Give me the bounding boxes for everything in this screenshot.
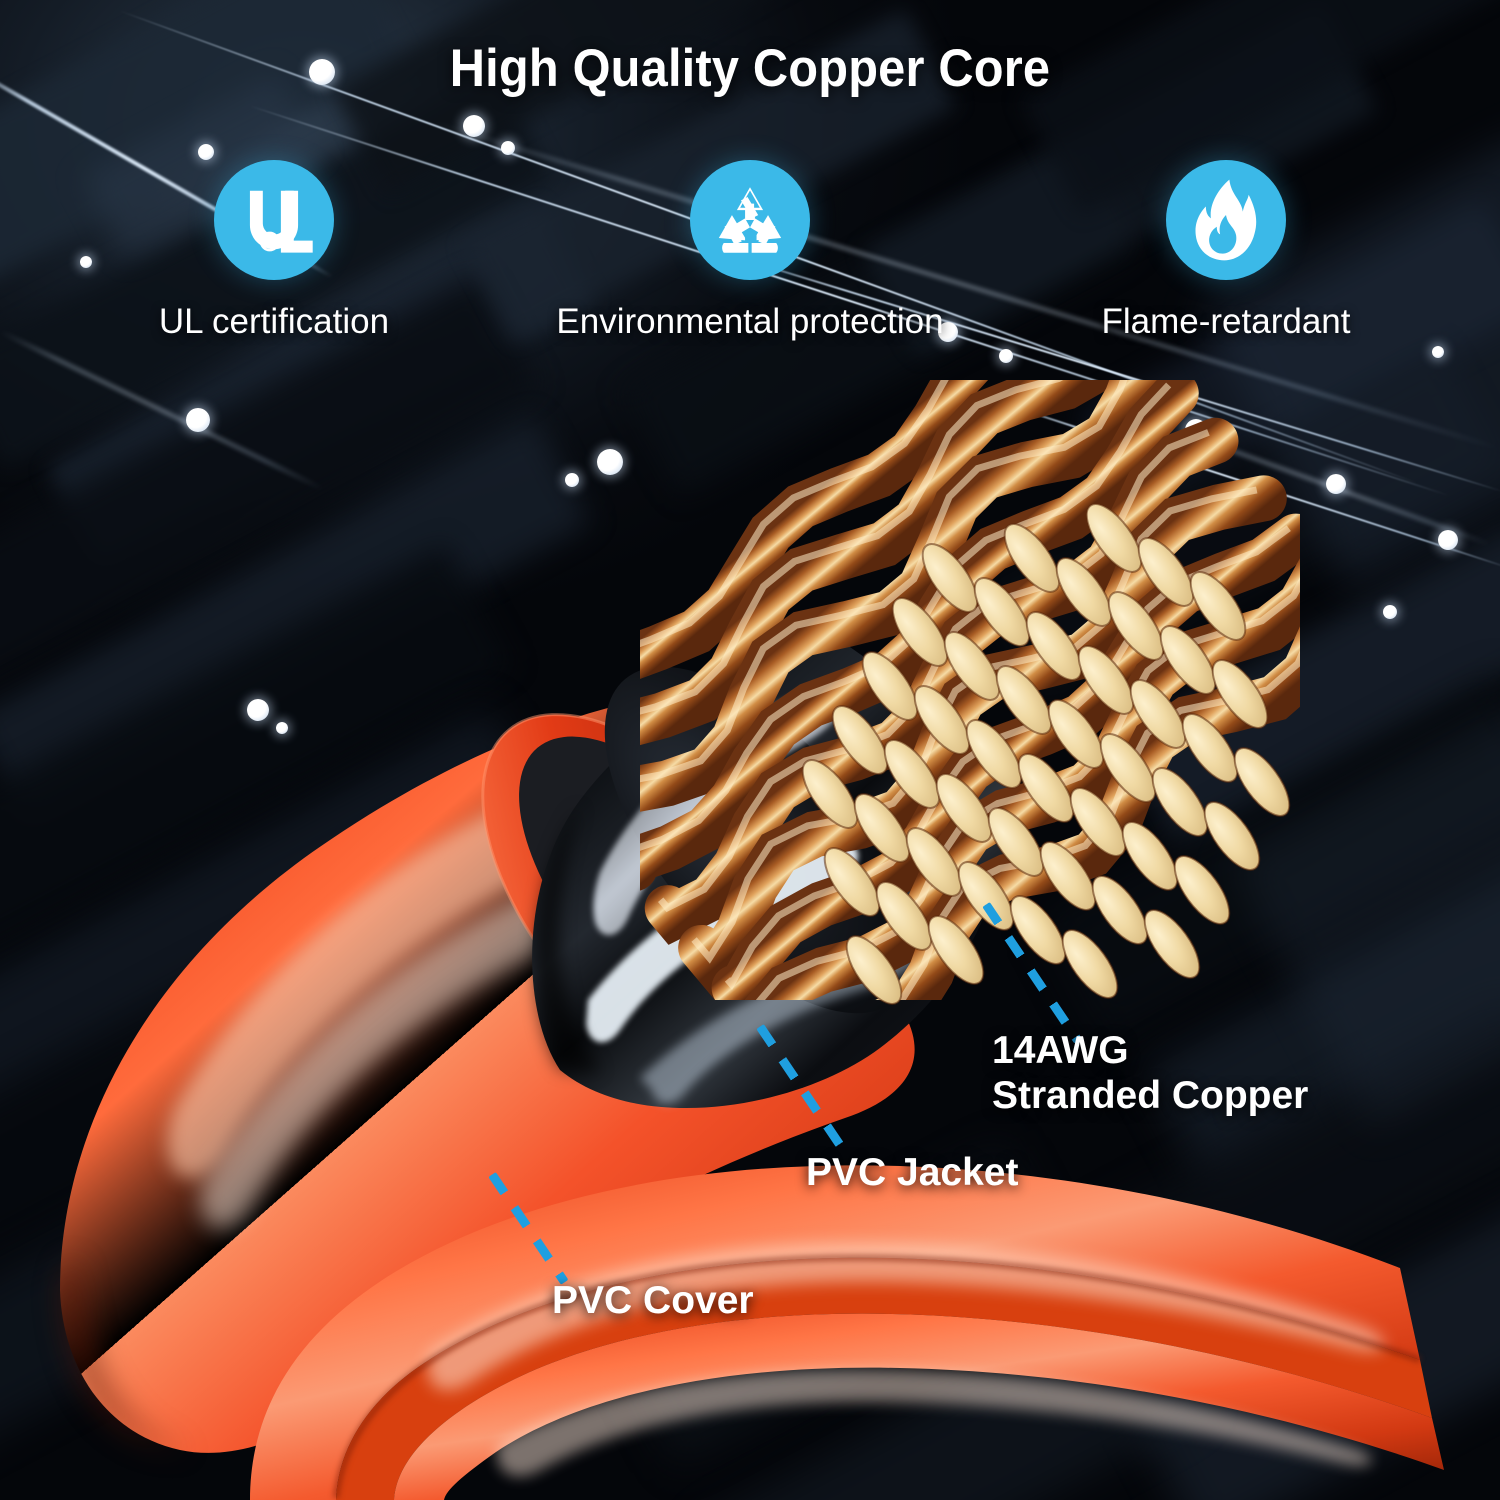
badge-environmental-protection[interactable]: Environmental protection [514, 160, 985, 342]
recycle-icon [689, 160, 810, 280]
svg-text:R: R [266, 237, 274, 249]
page-title: High Quality Copper Core [449, 39, 1051, 98]
badge-ul-certification[interactable]: R UL certification [38, 160, 509, 342]
badge-label: Environmental protection [556, 302, 944, 341]
badge-flame-retardant[interactable]: Flame-retardant [990, 160, 1461, 342]
callout-cover: PVC Cover [552, 1279, 754, 1322]
callout-copper: 14AWG Stranded Copper [992, 1029, 1309, 1118]
callout-jacket: PVC Jacket [806, 1151, 1019, 1194]
flame-icon [1165, 160, 1286, 280]
badge-label: UL certification [158, 302, 390, 341]
feature-badge-row: R UL certification [0, 160, 1500, 342]
badge-label: Flame-retardant [1101, 302, 1351, 341]
ul-certification-icon: R [213, 160, 334, 280]
